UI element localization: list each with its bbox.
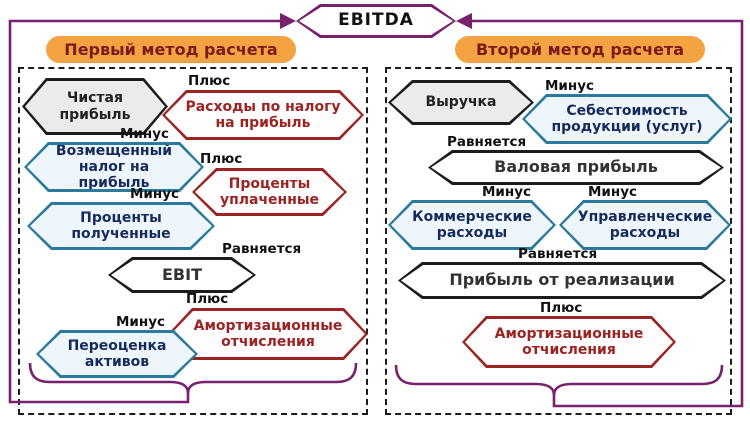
right-arrowhead-icon: [456, 13, 472, 29]
op-label-plus: Плюс: [540, 300, 583, 316]
node-commercial-expenses-label: Коммерческие расходы: [391, 203, 553, 247]
op-label-equals: Равняется: [447, 134, 527, 150]
node-ebitda: EBITDA: [296, 4, 456, 38]
node-gross-profit: Валовая прибыль: [428, 150, 724, 185]
op-label-minus: Минус: [130, 186, 180, 202]
node-depreciation-left-label: Амортизационные отчисления: [171, 311, 365, 357]
node-cogs: Себестоимость продукции (услуг): [522, 94, 732, 144]
node-administrative-expenses: Управленческие расходы: [559, 200, 731, 250]
node-interest-received: Проценты полученные: [27, 202, 215, 250]
op-label-plus: Плюс: [188, 73, 231, 89]
op-label-minus: Минус: [588, 184, 638, 200]
node-depreciation-right-label: Амортизационные отчисления: [465, 319, 673, 365]
op-label-equals: Равняется: [518, 246, 598, 262]
header-second-method: Второй метод расчета: [455, 36, 705, 63]
node-ebit-label: EBIT: [111, 260, 253, 290]
node-interest-paid: Проценты уплаченные: [192, 168, 347, 216]
node-depreciation-left: Амортизационные отчисления: [168, 308, 368, 360]
node-net-profit-label: Чистая прибыль: [25, 81, 165, 132]
node-interest-received-label: Проценты полученные: [30, 205, 212, 247]
node-interest-paid-label: Проценты уплаченные: [195, 171, 344, 213]
node-tax-expense-label: Расходы по налогу на прибыль: [165, 93, 361, 137]
node-administrative-expenses-label: Управленческие расходы: [562, 203, 728, 247]
op-label-minus: Минус: [545, 78, 595, 94]
node-revaluation: Переоценка активов: [36, 330, 198, 378]
node-depreciation-right: Амортизационные отчисления: [462, 316, 676, 368]
op-label-equals: Равняется: [222, 241, 302, 257]
op-label-plus: Плюс: [200, 151, 243, 167]
node-cogs-label: Себестоимость продукции (услуг): [525, 97, 729, 141]
node-sales-profit: Прибыль от реализации: [398, 262, 726, 299]
node-revaluation-label: Переоценка активов: [39, 333, 195, 375]
node-tax-expense: Расходы по налогу на прибыль: [162, 90, 364, 140]
op-label-plus: Плюс: [186, 291, 229, 307]
node-tax-refund: Возмещенный налог на прибыль: [24, 142, 204, 192]
op-label-minus: Минус: [116, 314, 166, 330]
op-label-minus: Минус: [120, 126, 170, 142]
node-sales-profit-label: Прибыль от реализации: [401, 265, 723, 296]
node-revenue-label: Выручка: [391, 83, 531, 122]
node-tax-refund-label: Возмещенный налог на прибыль: [27, 145, 201, 189]
node-gross-profit-label: Валовая прибыль: [431, 153, 721, 182]
node-ebitda-label: EBITDA: [299, 7, 453, 35]
node-commercial-expenses: Коммерческие расходы: [388, 200, 556, 250]
node-ebit: EBIT: [108, 257, 256, 293]
node-revenue: Выручка: [388, 80, 534, 125]
left-arrowhead-icon: [280, 13, 296, 29]
op-label-minus: Минус: [482, 184, 532, 200]
header-first-method: Первый метод расчета: [46, 36, 296, 63]
